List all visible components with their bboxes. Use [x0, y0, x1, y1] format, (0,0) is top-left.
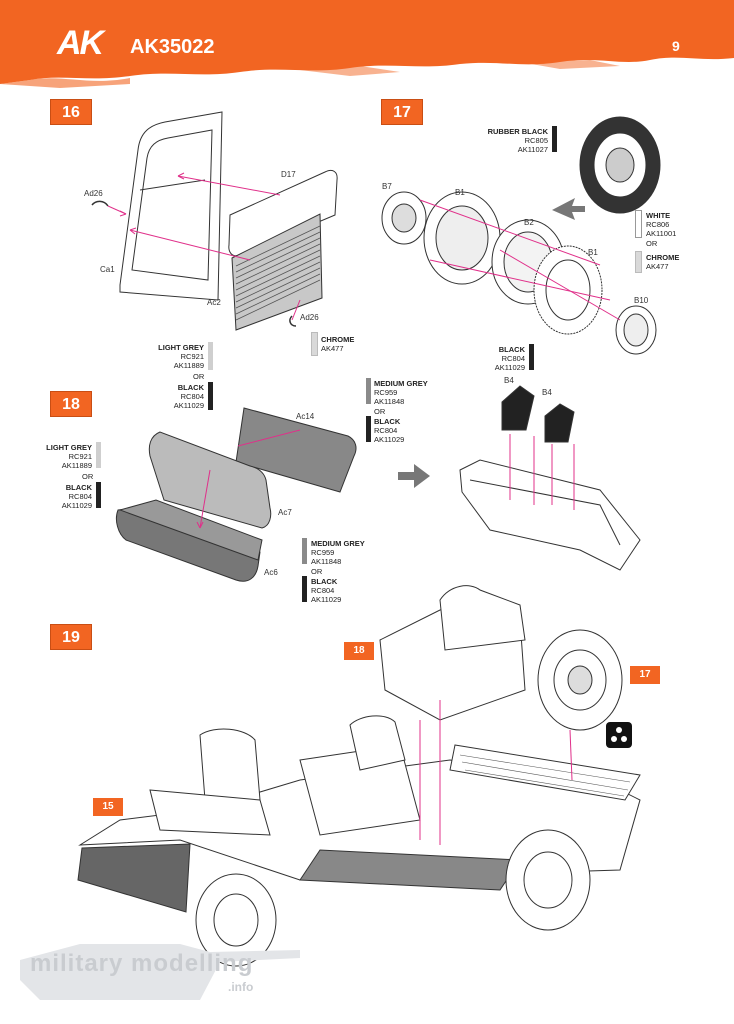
or-label: OR — [646, 239, 658, 248]
step-16-badge: 16 — [50, 99, 92, 125]
swatch-black — [302, 576, 307, 602]
or-label: OR — [82, 472, 94, 481]
step-19-vehicle-drawing — [77, 585, 641, 967]
header-banner: AK AK35022 9 — [0, 0, 734, 90]
part-b7: B7 — [382, 182, 392, 191]
part-ad26-a: Ad26 — [84, 189, 103, 198]
or-label: OR — [311, 567, 323, 576]
ref-step-15: 15 — [93, 798, 123, 816]
part-ad26-b: Ad26 — [300, 313, 319, 322]
step-17-wheel-drawing — [381, 116, 661, 355]
watermark-subtext: .info — [228, 980, 254, 994]
step-17-badge: 17 — [381, 99, 423, 125]
swatch-black — [208, 382, 213, 410]
part-ac14: Ac14 — [296, 412, 315, 421]
step-17-b4-drawing — [459, 385, 641, 571]
ak-logo: AK — [57, 24, 104, 62]
swatch-black — [366, 416, 371, 442]
swatch-chrome — [311, 332, 318, 356]
ref-step-18: 18 — [344, 642, 374, 660]
watermark-text: military modelling — [30, 950, 254, 977]
or-label: OR — [374, 407, 386, 416]
swatch-medium-grey — [302, 538, 307, 564]
header-background — [0, 0, 734, 88]
swatch-medium-grey — [366, 378, 371, 404]
or-label: OR — [193, 372, 205, 381]
part-b4-b: B4 — [542, 388, 552, 397]
swatch-light-grey — [96, 442, 101, 468]
step-18-badge: 18 — [50, 391, 92, 417]
swatch-light-grey — [208, 342, 213, 370]
watermark-tank — [20, 944, 300, 1000]
swatch-black — [96, 482, 101, 508]
assembly-warning-icon — [606, 722, 632, 748]
swatch-black — [529, 344, 534, 370]
part-b1-a: B1 — [455, 188, 465, 197]
part-b10: B10 — [634, 296, 649, 305]
product-code: AK35022 — [130, 36, 215, 58]
step-19-badge: 19 — [50, 624, 92, 650]
page-number: 9 — [672, 38, 680, 54]
part-ac2: Ac2 — [207, 298, 221, 307]
part-b1-b: B1 — [588, 248, 598, 257]
swatch-rubber-black — [552, 126, 557, 152]
ref-step-17: 17 — [630, 666, 660, 684]
swatch-chrome — [635, 251, 642, 273]
part-ac6: Ac6 — [264, 568, 278, 577]
swatch-white — [635, 210, 642, 238]
part-b4-a: B4 — [504, 376, 514, 385]
part-d17: D17 — [281, 170, 296, 179]
step-18-seat-drawing — [115, 407, 357, 582]
part-ca1: Ca1 — [100, 265, 115, 274]
part-ac7: Ac7 — [278, 508, 292, 517]
part-b2: B2 — [524, 218, 534, 227]
